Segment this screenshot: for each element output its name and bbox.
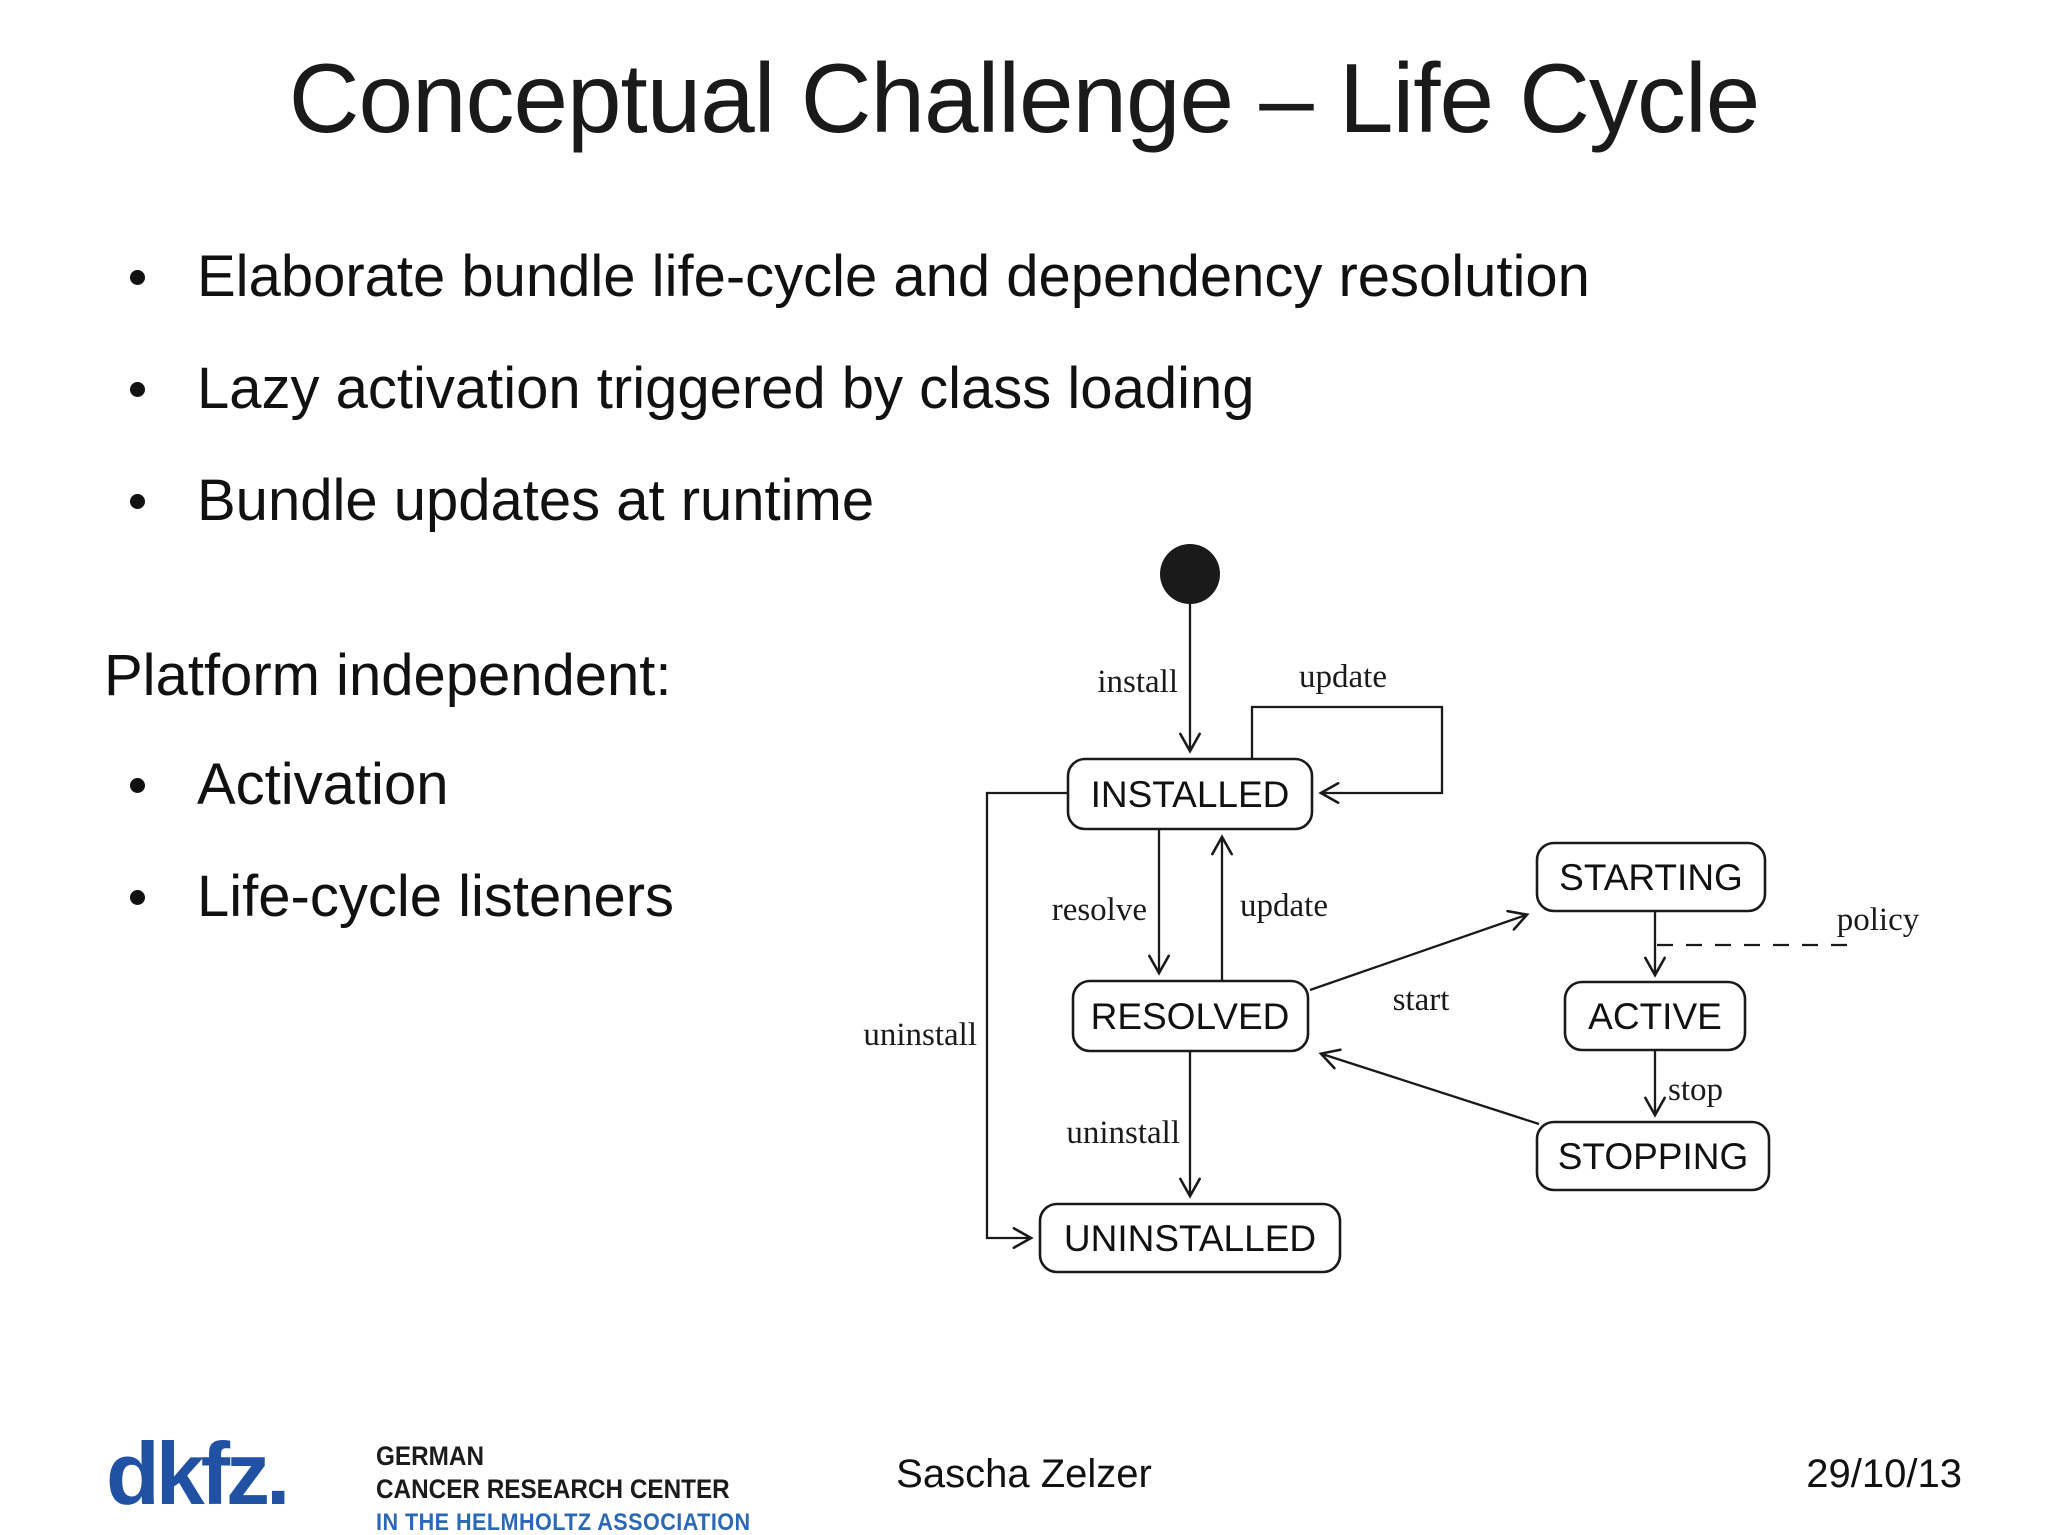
edge-uninstall-installed xyxy=(985,791,1068,1249)
bullet-dot xyxy=(130,382,145,397)
state-label-uninstalled: UNINSTALLED xyxy=(1064,1218,1316,1259)
edge-label-resolve: resolve xyxy=(1052,892,1147,928)
logo-line-cancer-research-center: CANCER RESEARCH CENTER xyxy=(376,1474,730,1504)
footer-author: Sascha Zelzer xyxy=(896,1452,1152,1496)
subheading-platform-independent: Platform independent: xyxy=(104,643,672,708)
bullet-dot xyxy=(130,494,145,509)
initial-state-dot xyxy=(1160,544,1220,604)
state-box-resolved xyxy=(1071,979,1310,1053)
edge-label-update-mid: update xyxy=(1240,888,1328,924)
page-title: Conceptual Challenge – Life Cycle xyxy=(288,43,1761,153)
bullet-item: Lazy activation triggered by class loadi… xyxy=(108,358,1908,420)
logo-line-helmholtz-association: IN THE HELMHOLTZ ASSOCIATION xyxy=(376,1509,751,1535)
bullet-item: Life-cycle listeners xyxy=(108,866,1308,928)
bullet-text: Activation xyxy=(197,752,449,817)
dkfz-logo: dkfz. xyxy=(106,1424,290,1523)
bullet-text: Lazy activation triggered by class loadi… xyxy=(197,356,1255,421)
bullet-list-platform: Activation Life-cycle listeners xyxy=(108,754,1308,978)
state-label-starting: STARTING xyxy=(1559,857,1743,898)
edge-label-start: start xyxy=(1393,982,1450,1018)
logo-line-german: GERMAN xyxy=(376,1441,484,1471)
bullet-text: Bundle updates at runtime xyxy=(197,468,875,533)
state-box-uninstalled xyxy=(1038,1202,1342,1274)
edge-label-uninstall-mid: uninstall xyxy=(1066,1115,1180,1151)
state-box-installed xyxy=(1066,757,1314,831)
bullet-text: Life-cycle listeners xyxy=(197,864,675,929)
edge-stopping-to-resolved xyxy=(1318,1048,1540,1126)
bullet-item: Bundle updates at runtime xyxy=(108,470,1908,532)
state-box-starting xyxy=(1535,841,1767,913)
bullet-text: Elaborate bundle life-cycle and dependen… xyxy=(197,244,1590,309)
state-label-active: ACTIVE xyxy=(1588,996,1722,1037)
edge-label-uninstall-left: uninstall xyxy=(863,1017,977,1053)
edge-update-self-loop xyxy=(1250,705,1444,804)
bullet-dot xyxy=(130,778,145,793)
state-box-active xyxy=(1563,980,1747,1052)
edge-start xyxy=(1309,909,1530,992)
bullet-item: Activation xyxy=(108,754,1308,816)
bullet-dot xyxy=(130,270,145,285)
footer-date: 29/10/13 xyxy=(1806,1452,1962,1496)
state-box-stopping xyxy=(1535,1120,1771,1192)
bullet-item: Elaborate bundle life-cycle and dependen… xyxy=(108,246,1908,308)
bullet-list-top: Elaborate bundle life-cycle and dependen… xyxy=(108,246,1908,582)
edge-label-update-top: update xyxy=(1299,659,1387,695)
state-label-installed: INSTALLED xyxy=(1091,774,1290,815)
state-label-resolved: RESOLVED xyxy=(1091,996,1290,1037)
edge-label-policy: policy xyxy=(1837,902,1920,938)
dkfz-logo-text: GERMAN CANCER RESEARCH CENTER IN THE HEL… xyxy=(376,1440,751,1535)
state-label-stopping: STOPPING xyxy=(1558,1136,1749,1177)
edge-label-install: install xyxy=(1097,664,1178,700)
edge-label-stop: stop xyxy=(1668,1072,1723,1108)
bullet-dot xyxy=(130,890,145,905)
